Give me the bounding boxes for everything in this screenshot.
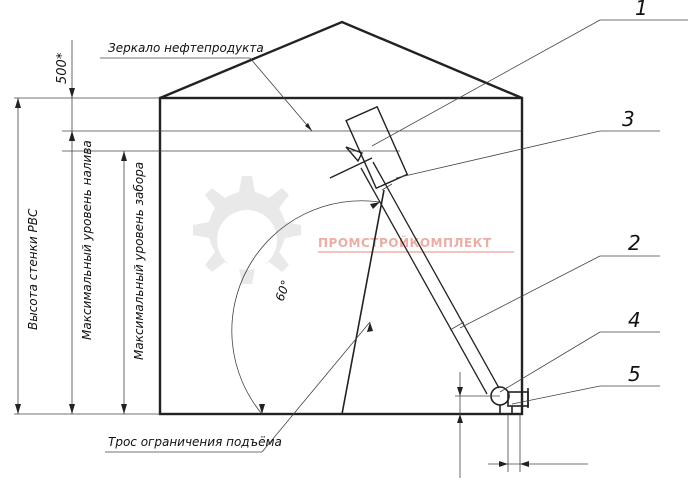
watermark-gear-icon	[193, 176, 301, 284]
intake-pipe	[360, 161, 500, 395]
callout-2-number: 2	[628, 231, 641, 255]
dimension-max-intake	[121, 151, 127, 414]
watermark-underline	[318, 251, 514, 253]
callout-3: 3	[395, 107, 660, 179]
swivel-joint	[490, 386, 529, 414]
callout-4: 1	[371, 0, 688, 147]
callout-1: 4	[499, 308, 660, 393]
callout-5: 5	[511, 362, 660, 405]
watermark-text: ПРОМСТРОЙКОМПЛЕКТ	[318, 235, 492, 250]
label-max-fill: Максимальный уровень налива	[80, 140, 94, 340]
callout-2: 2	[459, 231, 660, 329]
float	[345, 105, 409, 190]
label-wall-height: Высота стенки РВС	[26, 208, 40, 330]
level-lines	[14, 97, 522, 415]
callout-5-number: 5	[628, 362, 641, 386]
dimension-max-fill	[69, 131, 75, 414]
angle-arc	[231, 200, 381, 415]
label-dim-500: 500*	[55, 52, 70, 84]
label-max-intake: Максимальный уровень забора	[132, 162, 146, 360]
callout-1-number: 4	[628, 308, 641, 332]
lift-cable	[341, 189, 385, 415]
label-lift-cable: Трос ограничения подъёма	[108, 435, 282, 449]
callout-3-number: 3	[622, 107, 635, 131]
dimension-500	[69, 40, 75, 141]
dimension-bottom	[455, 372, 588, 478]
label-angle: 60°	[273, 278, 293, 303]
tank	[158, 20, 524, 416]
callout-4-number: 1	[635, 0, 648, 20]
label-oil-mirror: Зеркало нефтепродукта	[108, 41, 264, 55]
dimension-wall-height	[15, 98, 21, 414]
